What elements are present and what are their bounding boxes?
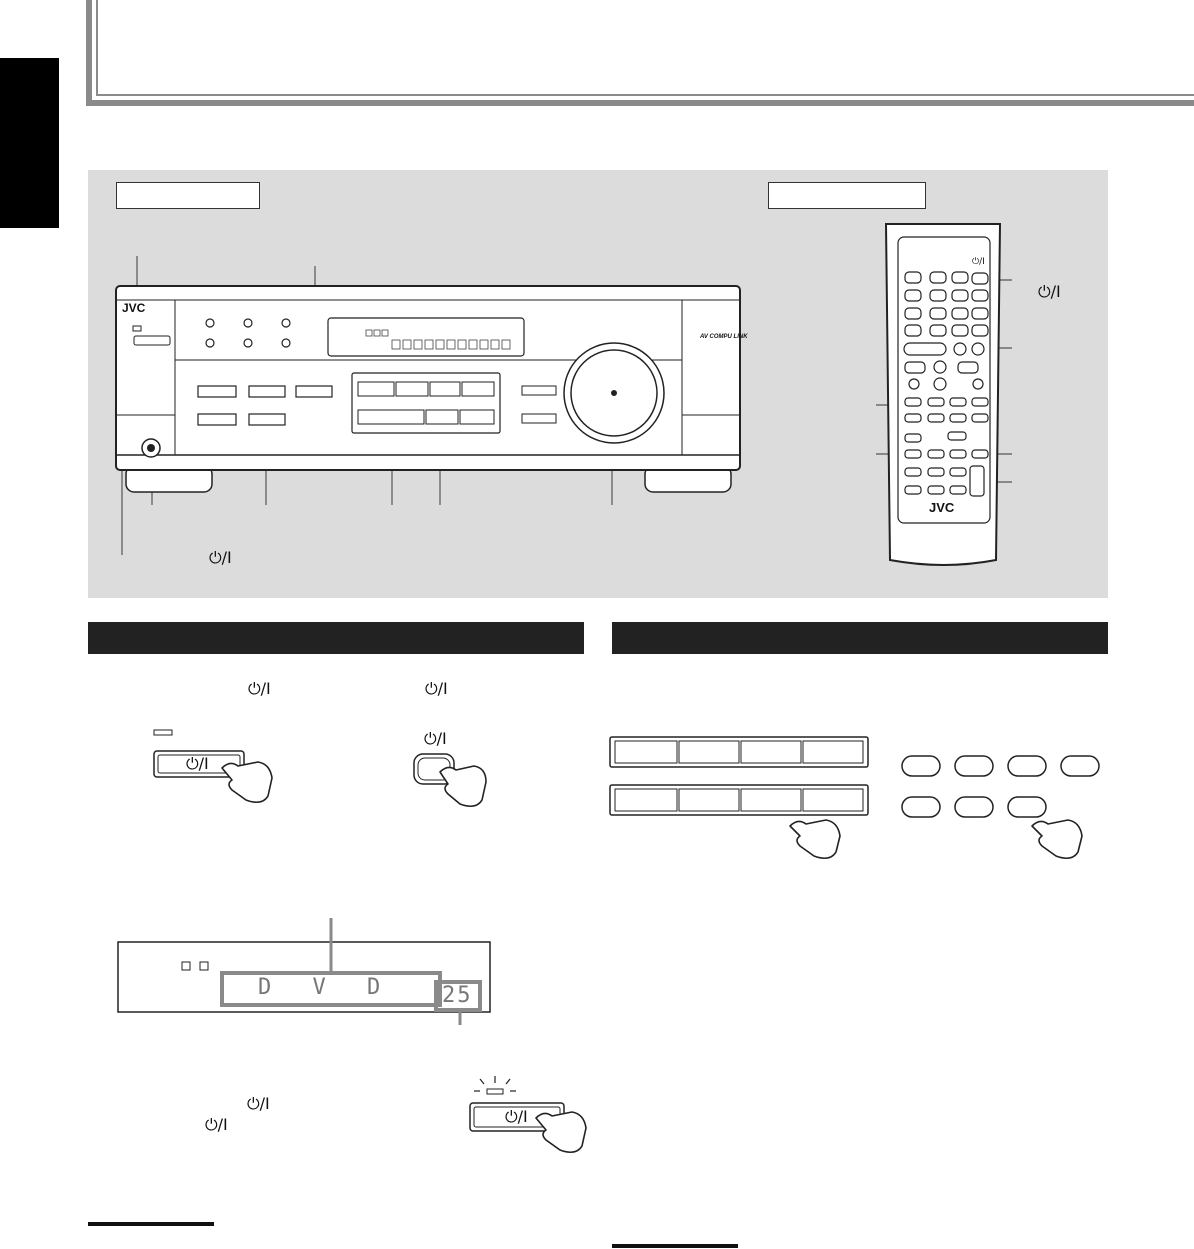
power-symbol-icon: ⏻/I [505,1107,528,1126]
compulink-logo: AV COMPU LINK [700,334,748,340]
display-source-text: D V D [258,975,395,1000]
power-symbol-icon: ⏻/I [209,548,232,567]
display-volume-text: 25 [442,983,473,1008]
power-symbol-icon: ⏻/I [425,679,448,698]
remote-control-label [768,182,926,209]
pointing-hand-icon [439,765,487,808]
power-symbol-icon: ⏻/I [972,257,985,267]
section-rule-right [612,1244,738,1248]
volume-knob-icon [563,342,665,444]
power-symbol-icon: ⏻/I [247,1094,270,1113]
power-symbol-icon: ⏻/I [424,729,447,748]
headphone-jack-icon [141,438,161,458]
pointing-hand-icon [535,1111,587,1154]
receiver-brand-logo: JVC [122,301,146,315]
power-symbol-icon: ⏻/I [186,754,209,773]
pointing-hand-icon [1031,819,1083,860]
pointing-hand-icon [221,761,273,804]
section-heading-left [88,622,584,654]
power-symbol-icon: ⏻/I [205,1115,228,1134]
section-rule-left [88,1222,214,1226]
section-heading-right [612,622,1108,654]
pointing-hand-icon [789,819,841,860]
power-symbol-icon: ⏻/I [1038,282,1061,301]
power-symbol-icon: ⏻/I [248,679,271,698]
language-tab [0,58,59,228]
title-frame [86,0,1194,106]
front-panel-label [116,182,260,209]
remote-brand-logo: JVC [929,500,955,515]
page-title [96,0,1194,96]
